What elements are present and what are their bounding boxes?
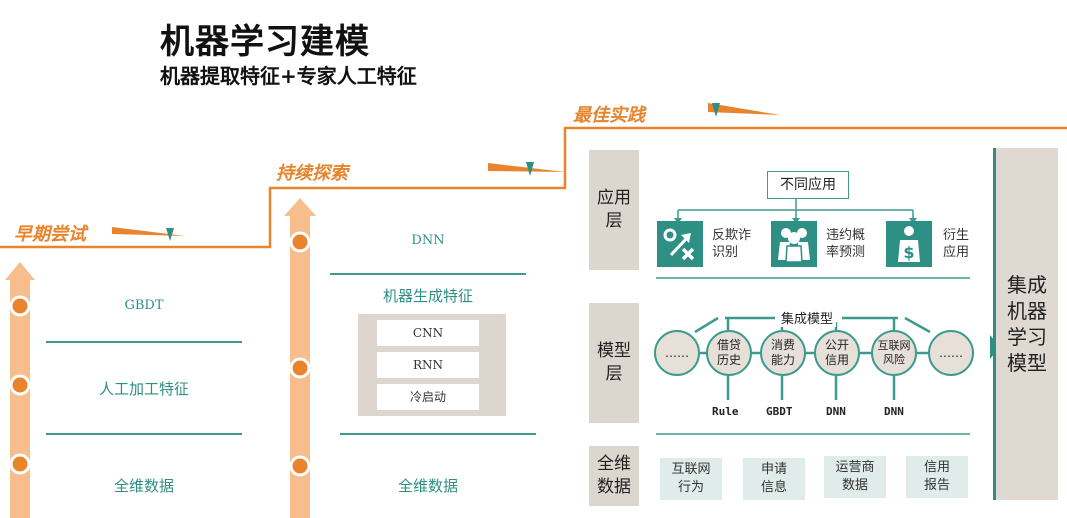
cold-start-box: 冷启动 — [377, 384, 479, 410]
app-label-default: 违约概 率预测 — [826, 228, 866, 260]
stage-3-label: 最佳实践 — [573, 105, 645, 126]
money-hand-icon: $ — [886, 221, 932, 267]
data-layer-label: 全维 数据 — [589, 446, 639, 506]
app-header-box: 不同应用 — [767, 171, 849, 199]
algo-label: DNN — [826, 405, 846, 418]
stage-1-bottom: 全维数据 — [113, 477, 174, 495]
data-box-credit-report: 信用 报告 — [906, 456, 968, 498]
app-label-fraud: 反欺诈 识别 — [712, 228, 752, 260]
algo-label: GBDT — [766, 405, 793, 418]
flag-marker-3-tip — [712, 103, 720, 117]
flag-marker-3 — [708, 103, 780, 115]
strategy-icon — [657, 221, 703, 267]
arrow-up-icon — [284, 198, 316, 518]
staircase-line — [0, 126, 1067, 249]
algo-label: Rule — [712, 405, 739, 418]
divider — [330, 273, 526, 275]
stage-1-label: 早期尝试 — [14, 224, 86, 245]
stage-2-middle: 机器生成特征 — [382, 287, 473, 305]
stage-1-top: GBDT — [124, 298, 164, 313]
divider — [46, 341, 242, 343]
model-circle-more-left: …… — [654, 330, 700, 376]
model-circle-credit-history: 借贷 历史 — [706, 330, 752, 376]
divider — [340, 433, 536, 435]
ensemble-label: 集成模型 — [778, 308, 837, 327]
algo-label: DNN — [884, 405, 904, 418]
arrow-up-icon — [5, 262, 35, 518]
stage-2-top: DNN — [411, 233, 445, 248]
data-box-carrier: 运营商 数据 — [824, 456, 886, 498]
flag-marker-2-tip — [526, 162, 534, 176]
app-layer-label: 应用 层 — [589, 150, 639, 270]
data-box-application: 申请 信息 — [743, 458, 805, 500]
model-layer-label: 模型 层 — [589, 303, 639, 423]
stage-1-middle: 人工加工特征 — [98, 380, 189, 398]
stage-2-label: 持续探索 — [276, 163, 348, 184]
svg-text:$: $ — [903, 243, 914, 262]
stage-2-bottom: 全维数据 — [397, 477, 458, 495]
page-title: 机器学习建模 — [160, 22, 370, 62]
data-box-internet: 互联网 行为 — [660, 458, 722, 500]
page-subtitle: 机器提取特征+专家人工特征 — [160, 64, 417, 88]
model-circle-public-credit: 公开 信用 — [814, 330, 860, 376]
model-circle-more-right: …… — [928, 330, 974, 376]
model-circle-internet-risk: 互联网 风险 — [871, 330, 917, 376]
people-group-icon — [771, 221, 817, 267]
flag-marker-1-tip — [166, 228, 174, 241]
flag-marker-2 — [488, 163, 565, 172]
flag-marker-1 — [112, 227, 185, 236]
divider — [46, 433, 242, 435]
model-circle-spending: 消费 能力 — [760, 330, 806, 376]
final-model-box: 集成 机器 学习 模型 — [993, 148, 1058, 500]
app-label-derived: 衍生 应用 — [943, 228, 970, 260]
rnn-box: RNN — [377, 352, 479, 378]
cnn-box: CNN — [377, 320, 479, 346]
